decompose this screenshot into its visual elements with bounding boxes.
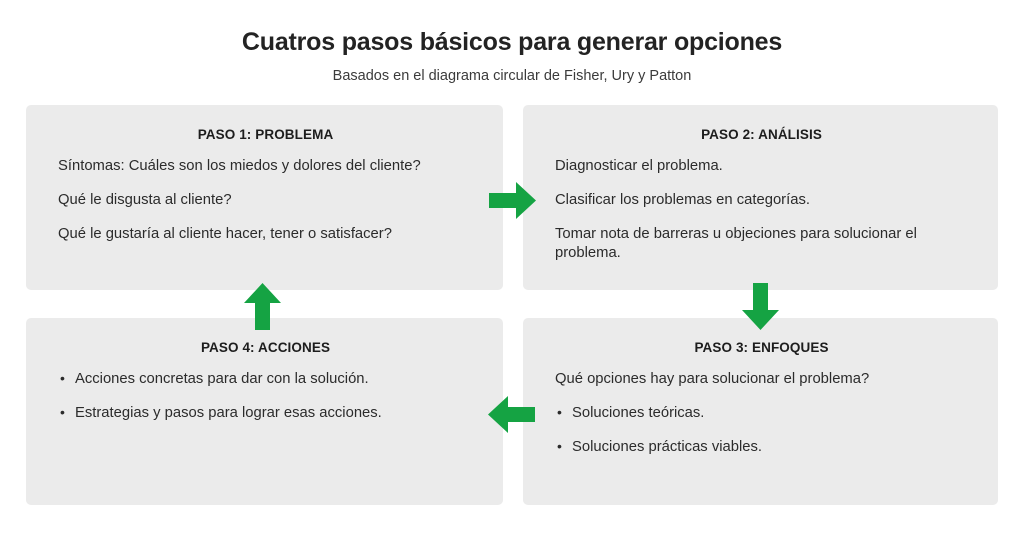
- step-line: Qué le gustaría al cliente hacer, tener …: [58, 225, 392, 242]
- step-line: Acciones concretas para dar con la soluc…: [58, 369, 473, 390]
- arrow-left-icon: [488, 396, 535, 433]
- step-box-paso-1: PASO 1: PROBLEMA Síntomas: Cuáles son lo…: [26, 105, 503, 290]
- step-line: Tomar nota de barreras u objeciones para…: [555, 225, 917, 262]
- step-line: Qué opciones hay para solucionar el prob…: [555, 371, 870, 387]
- page-subtitle: Basados en el diagrama circular de Fishe…: [332, 68, 692, 84]
- arrow-up-icon: [244, 283, 281, 330]
- steps-grid: PASO 1: PROBLEMA Síntomas: Cuáles son lo…: [26, 105, 998, 505]
- step-line: Clasificar los problemas en categorías.: [555, 191, 810, 208]
- step-title-paso-4: PASO 4: ACCIONES: [200, 340, 331, 355]
- step-line: Estrategias y pasos para lograr esas acc…: [58, 403, 473, 424]
- step-line: Síntomas: Cuáles son los miedos y dolore…: [58, 158, 421, 174]
- step-line: Soluciones teóricas.: [555, 403, 968, 424]
- step-title-paso-1: PASO 1: PROBLEMA: [197, 127, 334, 142]
- step-line: Qué le disgusta al cliente?: [58, 191, 232, 208]
- arrow-down-icon: [742, 283, 779, 330]
- step-title-paso-3: PASO 3: ENFOQUES: [694, 340, 829, 355]
- step-title-paso-2: PASO 2: ANÁLISIS: [701, 127, 822, 142]
- page-title: Cuatros pasos básicos para generar opcio…: [241, 28, 783, 56]
- step-box-paso-2: PASO 2: ANÁLISIS Diagnosticar el problem…: [523, 105, 998, 290]
- step-line: Soluciones prácticas viables.: [555, 437, 968, 458]
- diagram-header: Cuatros pasos básicos para generar opcio…: [0, 0, 1024, 84]
- arrow-right-icon: [489, 182, 536, 219]
- step-line: Diagnosticar el problema.: [555, 158, 723, 174]
- step-box-paso-3: PASO 3: ENFOQUES Qué opciones hay para s…: [523, 318, 998, 505]
- step-box-paso-4: PASO 4: ACCIONES Acciones concretas para…: [26, 318, 503, 505]
